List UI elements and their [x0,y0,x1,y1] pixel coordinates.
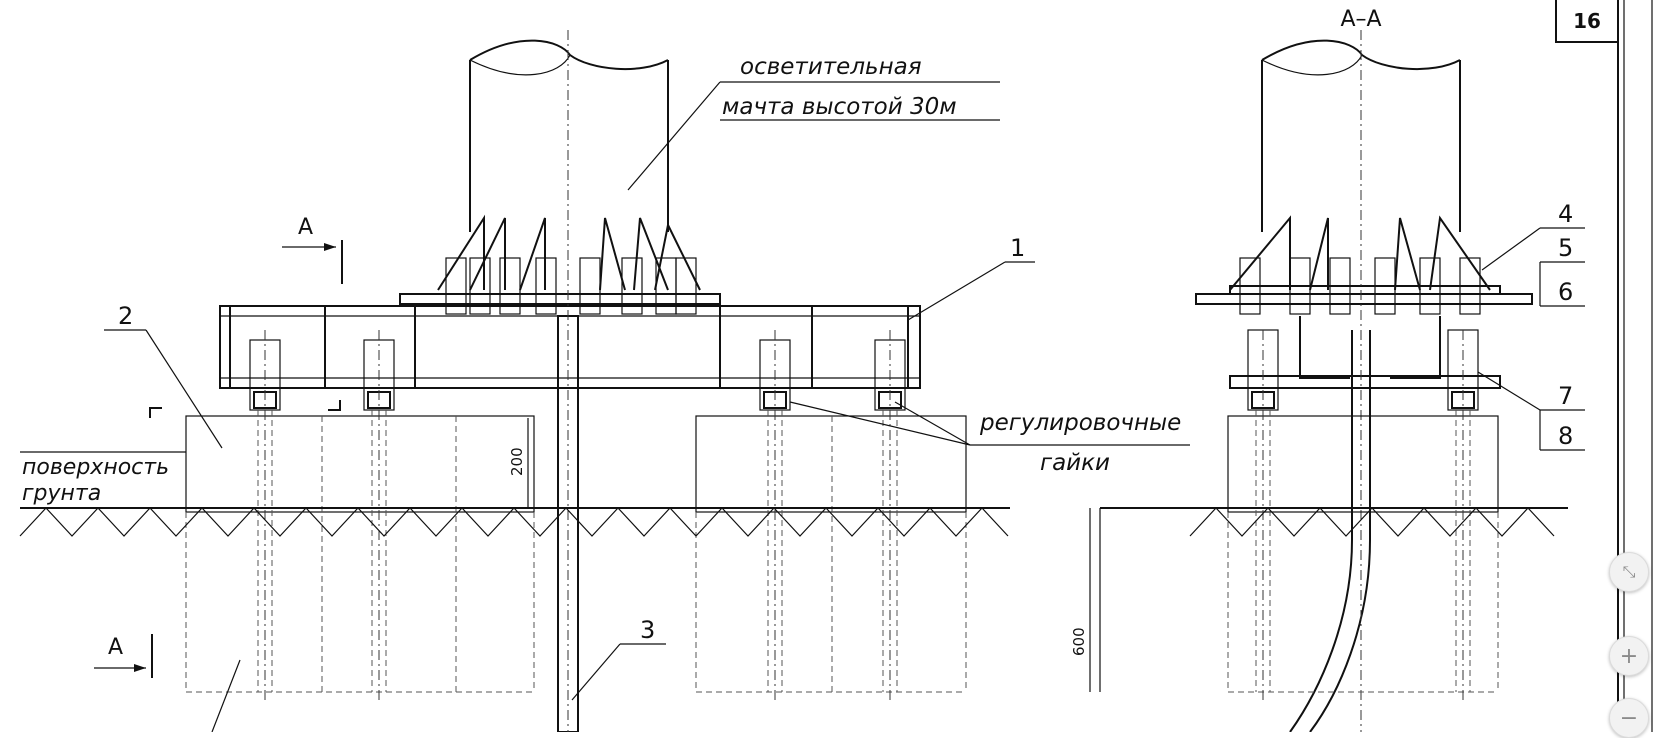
plus-icon: + [1619,643,1639,669]
sheet-number: 16 [1573,9,1601,33]
callout-1: 1 [1010,234,1025,262]
callout-8: 8 [1558,422,1573,450]
ground-label-line1: поверхность [22,455,169,480]
callout-2: 2 [118,302,133,330]
sheet-frame: 16 [1555,0,1653,732]
collapse-icon: ⤡ [1622,562,1636,581]
adjust-nuts-label-line2: гайки [1040,450,1110,476]
upper-bolts [445,257,697,315]
minus-icon: − [1619,705,1639,731]
ground-surface [19,507,1010,537]
mast-label-line2: мачта высотой 30м [722,94,957,120]
labels: А–А осветительная мачта высотой 30м регу… [22,7,1573,660]
section-mark-top: А [298,215,313,240]
ground-label-line2: грунта [22,481,101,506]
callout-5: 5 [1558,234,1573,262]
adjust-nuts-label-line1: регулировочные [979,410,1181,436]
callout-6: 6 [1558,278,1573,306]
mast-stiffeners [437,214,701,291]
collapse-button[interactable]: ⤡ [1609,552,1649,592]
callout-3: 3 [640,616,655,644]
callout-4: 4 [1558,200,1573,228]
section-view [1089,30,1585,732]
section-title: А–А [1340,7,1381,32]
dimension-200: 200 [508,447,526,476]
callout-7: 7 [1558,382,1573,410]
left-view [19,30,1190,732]
mast-label-line1: осветительная [740,54,922,80]
zoom-out-button[interactable]: − [1609,698,1649,738]
dimension-600: 600 [1070,627,1088,656]
zoom-in-button[interactable]: + [1609,636,1649,676]
section-mark-bottom: А [108,635,123,660]
